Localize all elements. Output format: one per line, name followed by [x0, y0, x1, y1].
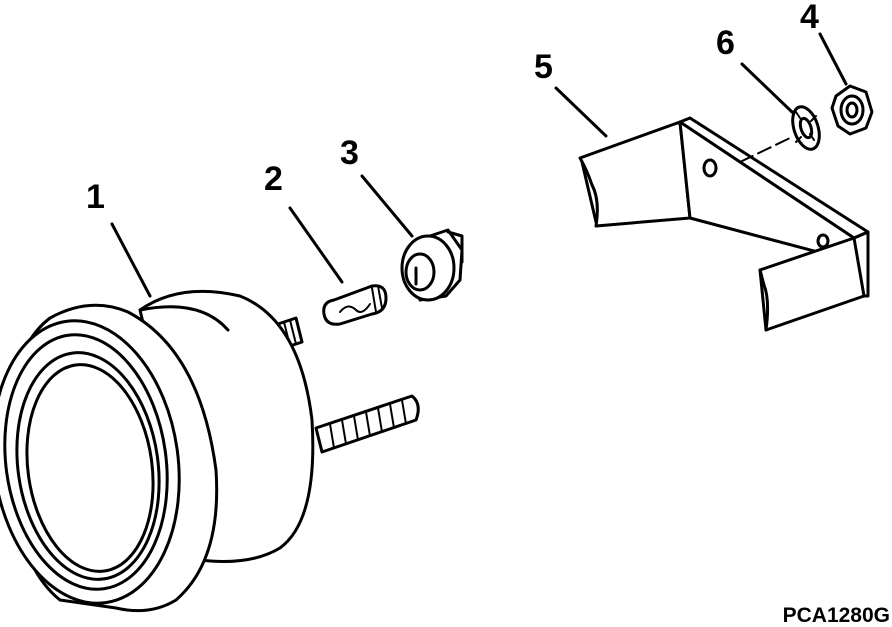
- leader-line-1: [110, 222, 152, 298]
- bolt-center-line: [739, 137, 791, 163]
- washer-part: [791, 105, 821, 151]
- socket-part: [400, 228, 464, 302]
- leader-line-4: [818, 32, 848, 86]
- callout-2: 2: [264, 160, 283, 198]
- gauge-part: [0, 289, 420, 613]
- bracket-part: [578, 116, 870, 332]
- callout-6: 6: [716, 24, 735, 62]
- leader-line-5: [554, 86, 608, 138]
- callout-4: 4: [800, 0, 819, 36]
- callout-1: 1: [86, 178, 105, 216]
- callout-3: 3: [340, 134, 359, 172]
- leader-line-3: [360, 174, 414, 238]
- lower-stud: [314, 394, 420, 454]
- leader-line-6: [740, 62, 794, 114]
- bulb-part: [322, 284, 388, 326]
- nut-part: [830, 84, 874, 136]
- leader-line-2: [288, 206, 344, 284]
- callout-5: 5: [534, 48, 553, 86]
- figure-id: PCA1280G: [783, 604, 890, 627]
